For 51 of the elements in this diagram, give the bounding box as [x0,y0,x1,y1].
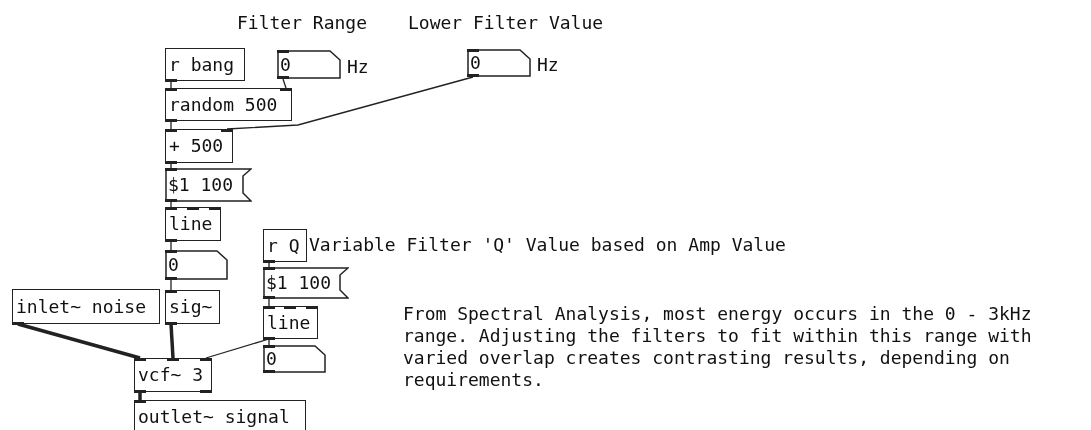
patch-cord [169,323,175,359]
patch-cord [138,392,142,400]
patch-cord [170,120,172,130]
object-text: line [267,313,311,332]
unit-label: Hz [347,57,369,76]
patch-cord [170,162,172,169]
object-box [134,400,306,430]
message-text: $1 100 [266,274,332,292]
number-value: 0 [470,54,481,72]
object-box [263,229,307,262]
patch-cord [268,298,270,307]
number-box [467,49,531,77]
unit-label: Hz [537,56,559,74]
patch-cord [268,261,270,268]
patch-cord [17,322,141,360]
object-text: random 500 [169,95,278,114]
number-box [165,250,228,280]
object-text: + 500 [169,137,224,155]
comment-text: Variable Filter 'Q' Value based on Amp Value [309,236,786,254]
object-text: outlet~ signal [138,408,290,426]
patch-cord [282,78,287,89]
comment-text: Lower Filter Value [408,14,604,32]
object-box [165,88,292,121]
patch-cord [170,279,172,291]
number-value: 0 [266,350,277,368]
comment-text: Filter Range [237,14,368,32]
object-box [12,289,160,324]
number-box [263,345,326,373]
number-box [277,50,341,79]
patch-cord [170,240,172,251]
object-text: r Q [267,236,300,255]
object-box [134,358,212,392]
object-box [165,207,221,241]
comment-paragraph: From Spectral Analysis, most energy occurs in the 0 - 3kHz range. Adjusting the filters to fit within this range with varied overlap creates contrasting results, depending on requirements. [403,303,1033,391]
message-text: $1 100 [168,176,234,194]
object-box [263,306,318,339]
object-text: vcf~ 3 [138,366,204,384]
patch-cord [170,201,172,208]
object-box [165,48,245,81]
patch-cord [268,338,270,346]
number-value: 0 [280,55,291,74]
object-box [165,129,233,163]
message-box [263,267,349,299]
object-text: r bang [169,55,235,74]
patch-cord [170,80,172,89]
number-value: 0 [168,256,179,274]
object-text: inlet~ noise [16,297,147,316]
object-box [165,290,220,324]
message-box [165,168,252,202]
object-text: line [169,215,213,233]
object-text: sig~ [169,298,213,316]
